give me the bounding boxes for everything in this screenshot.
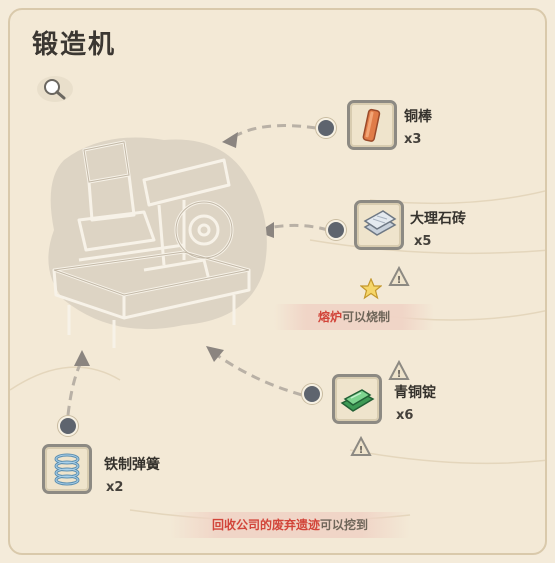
bronze-ingot-icon [340,389,375,412]
material-name: 铜棒 [404,109,432,125]
material-count: x5 [414,234,432,249]
material-name: 铁制弹簧 [104,457,160,473]
material-count: x6 [396,408,414,423]
star-icon [360,278,382,300]
svg-text:!: ! [359,445,364,456]
path-node [326,220,346,240]
crafting-panel: 锻造机 [8,8,547,555]
svg-text:!: ! [397,369,402,380]
iron-spring-icon [54,453,80,486]
warning-icon: ! [388,360,410,380]
page-title: 锻造机 [32,30,117,60]
marble-brick-icon [363,210,397,236]
material-slot-iron-spring[interactable] [42,444,92,494]
path-node [302,384,322,404]
furnace-hint: 熔炉可以烧制 [274,304,434,330]
furnace-hint-highlight: 熔炉 [317,310,342,324]
material-count: x2 [106,480,124,495]
path-node [316,118,336,138]
material-name: 大理石砖 [410,211,466,227]
salvage-hint: 回收公司的废弃遗迹可以挖到 [170,512,410,538]
path-node [58,416,78,436]
material-slot-bronze-ingot[interactable] [332,374,382,424]
svg-text:!: ! [397,275,402,286]
material-slot-copper-rod[interactable] [347,100,397,150]
furnace-hint-text: 可以烧制 [342,310,391,324]
warning-icon: ! [350,436,372,456]
magnifier-icon[interactable] [36,74,74,104]
forge-machine-illustration [48,137,267,348]
copper-rod-icon [362,108,381,142]
salvage-hint-highlight: 回收公司的废弃遗迹 [211,518,320,532]
material-count: x3 [404,132,422,147]
warning-icon: ! [388,266,410,286]
material-slot-marble-brick[interactable] [354,200,404,250]
material-name: 青铜锭 [394,385,436,401]
salvage-hint-text: 可以挖到 [320,518,369,532]
